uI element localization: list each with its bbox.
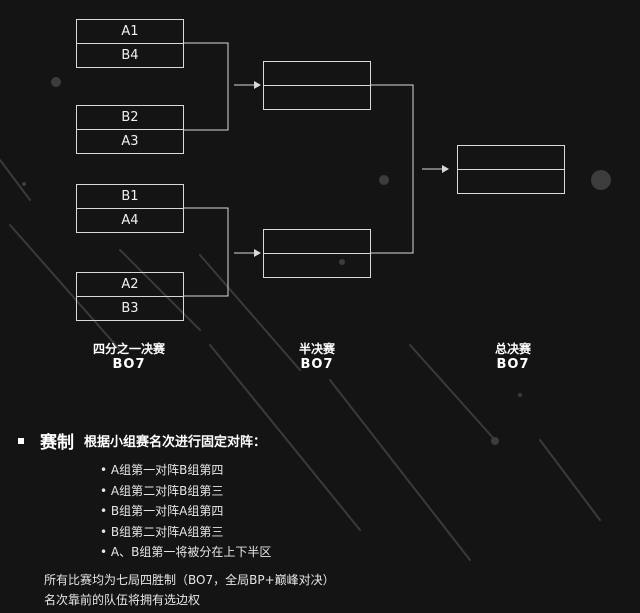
qf4-top-slot: A2 [76,272,184,297]
sf1-top-slot [263,61,371,86]
team-label: B1 [121,189,139,204]
rules-subtitle: 根据小组赛名次进行固定对阵： [84,435,267,450]
stage-name: 半决赛 [298,342,335,356]
team-label: A1 [121,24,139,39]
stage-semifinal: 半决赛 BO7 [257,342,377,373]
team-label: B2 [121,110,139,125]
rules-header: 赛制 根据小组赛名次进行固定对阵： [18,428,266,453]
qf3-top-slot: B1 [76,184,184,209]
team-label: A2 [121,277,139,292]
meteor-streak [9,224,121,351]
star-dot [22,182,26,186]
qf3-bottom-slot: A4 [76,208,184,233]
qf2-bottom-slot: A3 [76,129,184,154]
list-item: A组第二对阵B组第三 [100,481,271,502]
stage-format: BO7 [112,357,146,372]
sf1-bottom-slot [263,85,371,110]
star-dot [591,170,611,190]
side-choice-note: 名次靠前的队伍将拥有选边权 [44,593,201,607]
meteor-streak [0,159,31,201]
meteor-streak [329,379,471,561]
stage-final: 总决赛 BO7 [453,342,573,373]
star-dot [518,393,522,397]
arrow-head-icon [442,165,449,173]
arrow-head-icon [254,249,261,257]
meteor-streak [199,254,301,371]
meteor-streak [209,344,361,531]
stage-format: BO7 [496,357,530,372]
team-label: B3 [121,301,139,316]
qf2-top-slot: B2 [76,105,184,130]
list-item: A、B组第一将被分在上下半区 [100,542,271,563]
team-label: A4 [121,213,139,228]
star-dot [339,259,345,265]
list-item: A组第一对阵B组第四 [100,460,271,481]
star-dot [491,437,499,445]
final-top-slot [457,145,565,170]
list-item: B组第二对阵A组第三 [100,522,271,543]
connector-qf-lower [183,207,229,297]
meteor-streak [119,249,201,331]
team-label: B4 [121,48,139,63]
sf2-top-slot [263,229,371,254]
stage-name: 四分之一决赛 [92,342,165,356]
stage-quarterfinal: 四分之一决赛 BO7 [69,342,189,373]
meteor-streak [539,439,601,521]
qf1-top-slot: A1 [76,19,184,44]
matchup-list: A组第一对阵B组第四 A组第二对阵B组第三 B组第一对阵A组第四 B组第二对阵A… [100,460,271,563]
square-bullet-icon [18,437,24,444]
sf2-bottom-slot [263,253,371,278]
format-note: 所有比赛均为七局四胜制（BO7，全局BP+巅峰对决） [44,573,335,587]
arrow-head-icon [254,81,261,89]
final-bottom-slot [457,169,565,194]
bracket-connectors [183,42,443,297]
star-dot [51,77,61,87]
stage-name: 总决赛 [494,342,531,356]
stage-format: BO7 [300,357,334,372]
qf1-bottom-slot: B4 [76,43,184,68]
connector-qf-upper [183,42,229,131]
team-label: A3 [121,134,139,149]
star-dot [379,175,389,185]
list-item: B组第一对阵A组第四 [100,501,271,522]
connector-sf [370,84,414,254]
qf4-bottom-slot: B3 [76,296,184,321]
meteor-streak [409,344,496,441]
rules-title: 赛制 [40,433,74,453]
